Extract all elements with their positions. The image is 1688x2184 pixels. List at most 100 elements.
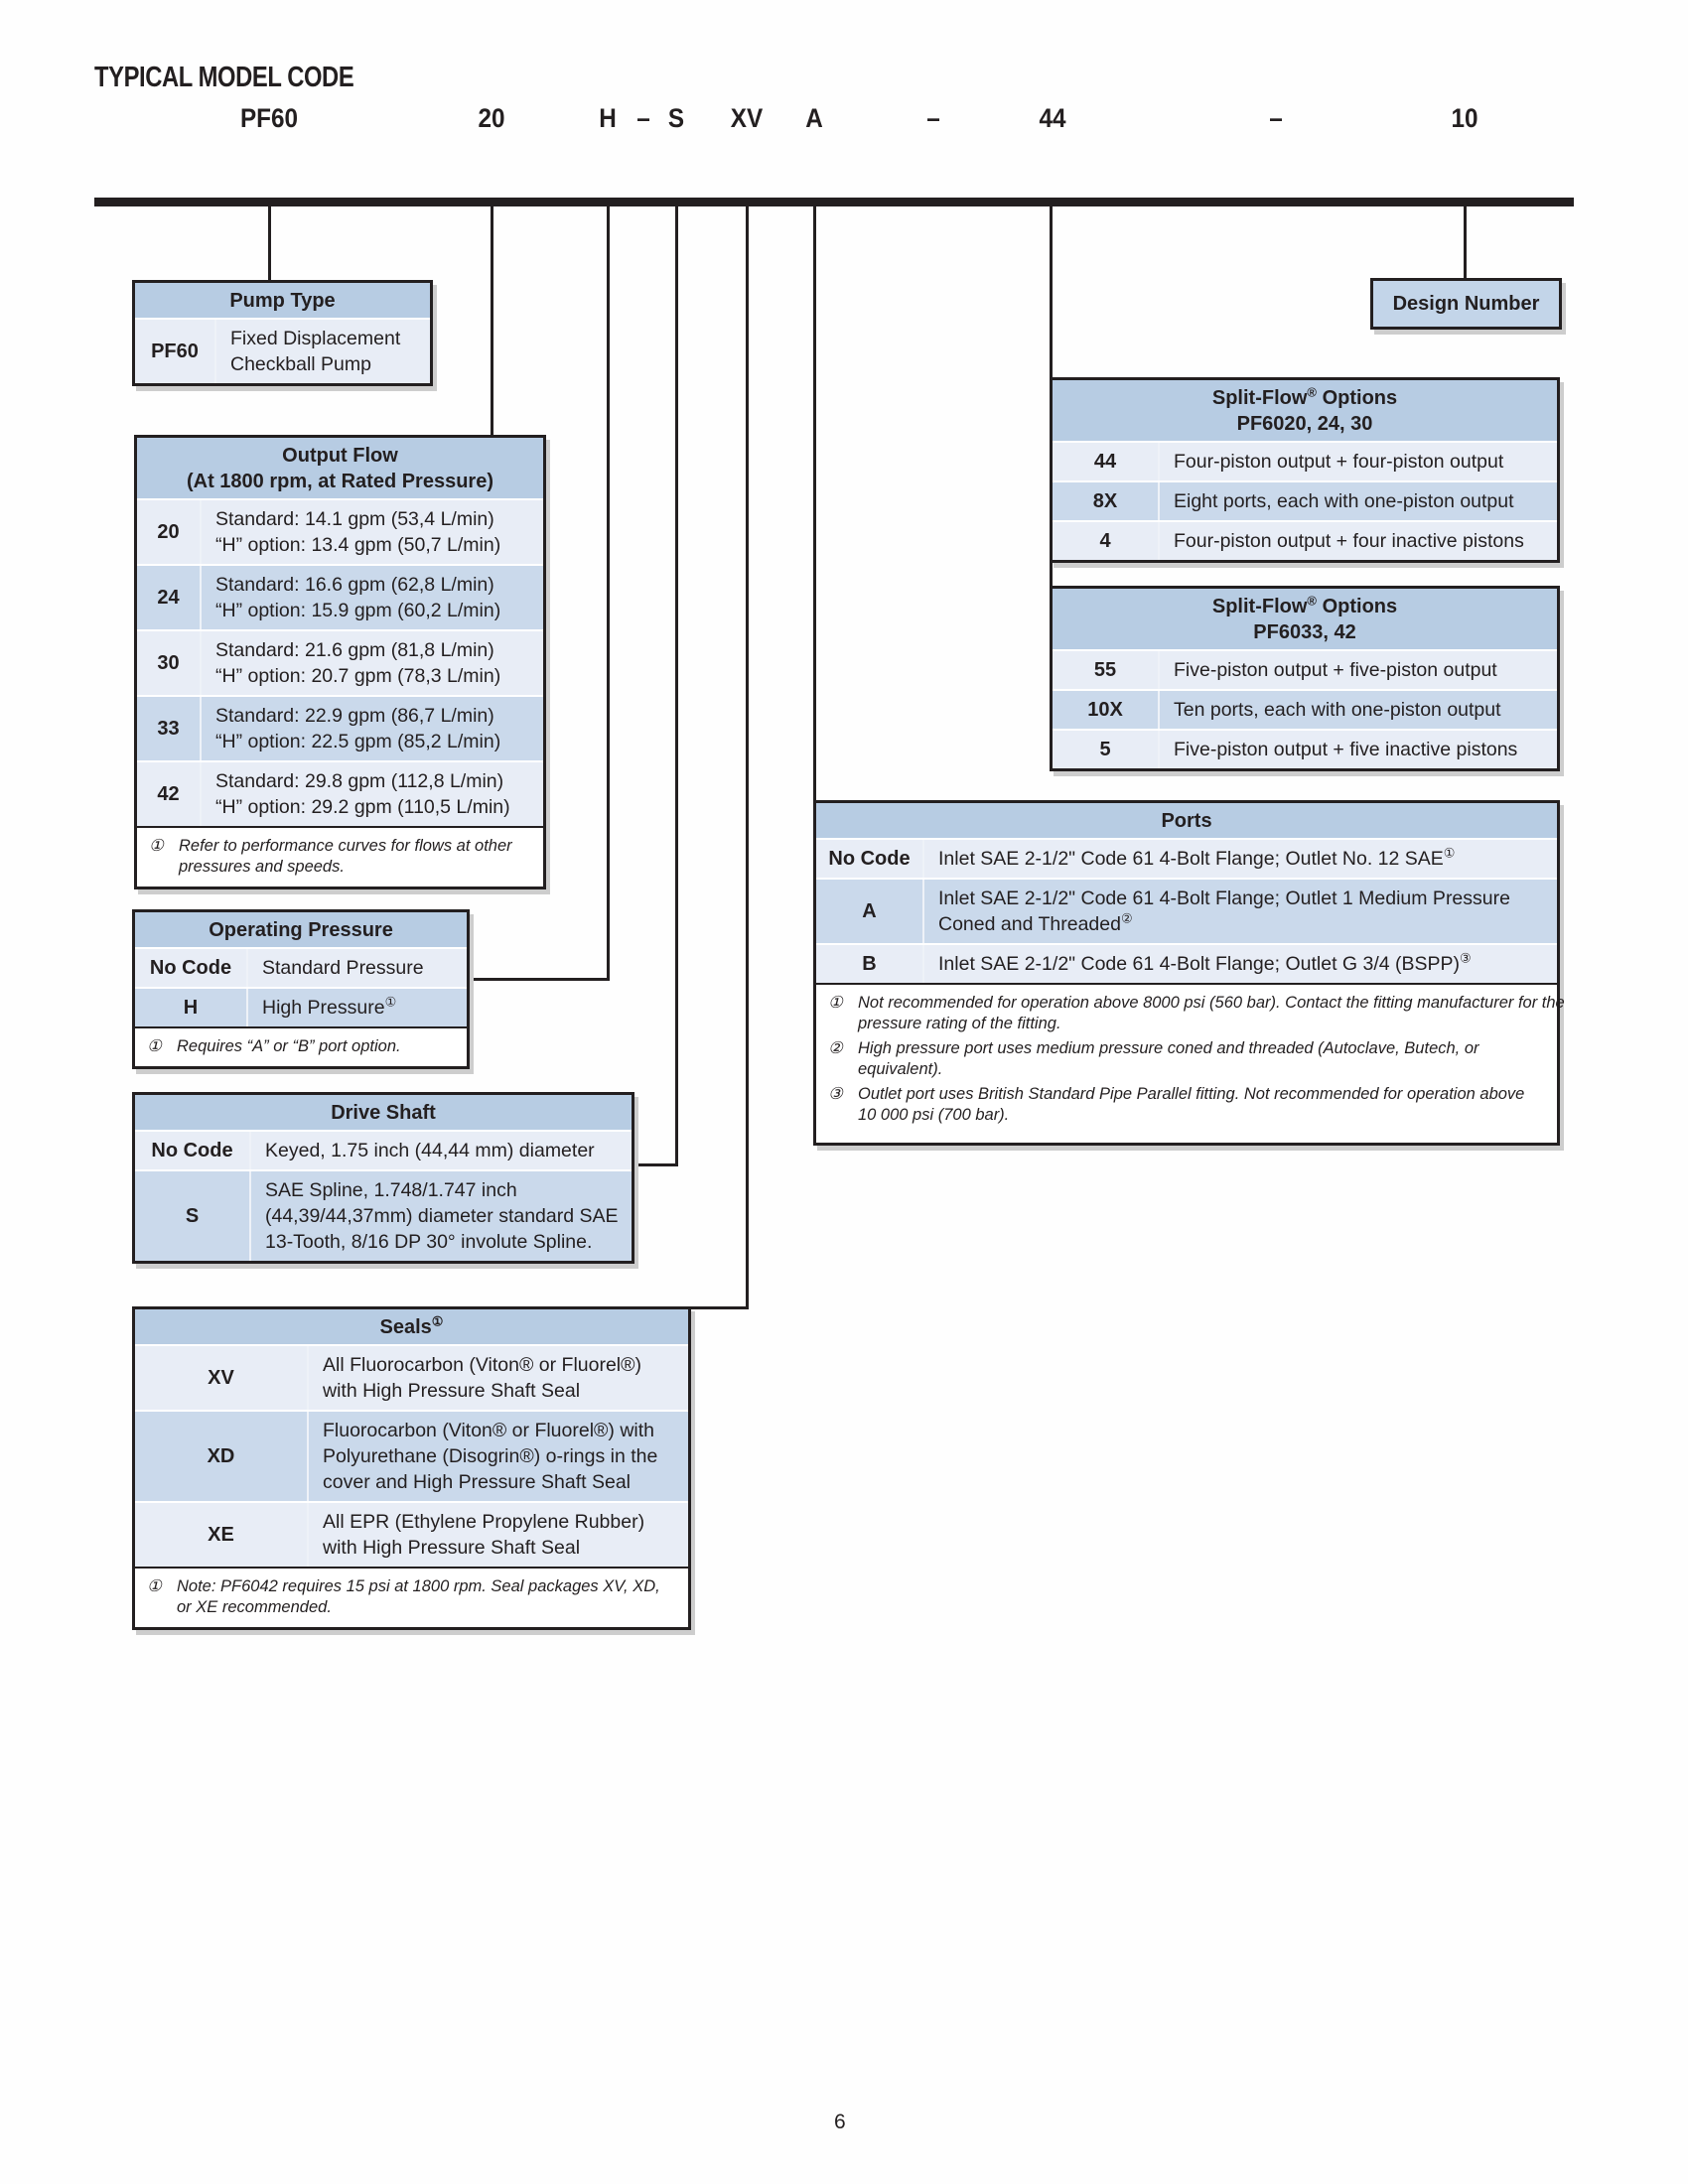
code-cell: No Code (816, 840, 924, 878)
split-flow-options-table-1: Split-Flow® Options PF6020, 24, 30 44 Fo… (1050, 377, 1560, 563)
split-flow-1-header: Split-Flow® Options PF6020, 24, 30 (1053, 380, 1557, 441)
connector-h (607, 206, 610, 981)
code-cell: 30 (137, 631, 202, 695)
desc-cell: Standard: 21.6 gpm (81,8 L/min) “H” opti… (215, 639, 501, 687)
table-row: 55 Five-piston output + five-piston outp… (1053, 649, 1557, 689)
output-flow-footnote: ① Refer to performance curves for flows … (137, 826, 543, 887)
model-code-segment-s: S (667, 103, 685, 133)
page-title: TYPICAL MODEL CODE (94, 62, 354, 93)
model-code-segment-44: 44 (1039, 103, 1066, 133)
desc-cell: Four-piston output + four-piston output (1174, 451, 1504, 473)
code-cell: 44 (1053, 443, 1160, 480)
table-row: 8X Eight ports, each with one-piston out… (1053, 480, 1557, 520)
desc-cell: Eight ports, each with one-piston output (1174, 490, 1514, 512)
output-flow-header: Output Flow (At 1800 rpm, at Rated Press… (137, 438, 543, 498)
table-row: 24 Standard: 16.6 gpm (62,8 L/min) “H” o… (137, 564, 543, 629)
connector-20 (491, 206, 493, 437)
connector-pf60 (268, 206, 271, 282)
ports-table: Ports No Code Inlet SAE 2-1/2" Code 61 4… (813, 800, 1565, 1146)
code-cell: 24 (137, 566, 202, 629)
table-row: S SAE Spline, 1.748/1.747 inch (44,39/44… (135, 1169, 632, 1261)
desc-cell: Inlet SAE 2-1/2" Code 61 4-Bolt Flange; … (938, 887, 1510, 935)
code-cell: XD (135, 1412, 309, 1501)
output-flow-table: Output Flow (At 1800 rpm, at Rated Press… (134, 435, 546, 889)
connector-44-between-tables (1050, 545, 1053, 588)
model-code-segment-pf60: PF60 (239, 103, 299, 133)
model-code-segment-dash2: – (926, 103, 940, 133)
desc-cell: Inlet SAE 2-1/2" Code 61 4-Bolt Flange; … (938, 845, 1456, 871)
drive-shaft-table: Drive Shaft No Code Keyed, 1.75 inch (44… (132, 1092, 634, 1264)
code-cell: A (816, 880, 924, 943)
code-cell: XV (135, 1346, 309, 1410)
desc-cell: Five-piston output + five-piston output (1174, 659, 1497, 681)
model-code-segment-xv: XV (730, 103, 764, 133)
pump-type-header: Pump Type (135, 283, 430, 318)
seals-header: Seals① (135, 1309, 688, 1344)
desc-cell: High Pressure① (262, 994, 397, 1020)
code-cell: No Code (135, 949, 248, 987)
connector-xv (746, 206, 749, 1309)
desc-cell: All Fluorocarbon (Viton® or Fluorel®) wi… (323, 1354, 641, 1402)
code-cell: 42 (137, 762, 202, 826)
design-number-label: Design Number (1392, 292, 1540, 315)
ports-footnotes: ① Not recommended for operation above 80… (816, 983, 1565, 1143)
desc-cell: Standard: 22.9 gpm (86,7 L/min) “H” opti… (215, 705, 501, 752)
table-row: H High Pressure① (135, 987, 467, 1026)
connector-s (675, 206, 678, 1166)
table-row: No Code Inlet SAE 2-1/2" Code 61 4-Bolt … (816, 838, 1557, 878)
seals-table: Seals① XV All Fluorocarbon (Viton® or Fl… (132, 1306, 691, 1630)
table-row: 20 Standard: 14.1 gpm (53,4 L/min) “H” o… (137, 498, 543, 564)
table-row: B Inlet SAE 2-1/2" Code 61 4-Bolt Flange… (816, 943, 1557, 983)
model-code-segment-h: H (599, 103, 617, 133)
table-row: 33 Standard: 22.9 gpm (86,7 L/min) “H” o… (137, 695, 543, 760)
table-row: No Code Keyed, 1.75 inch (44,44 mm) diam… (135, 1130, 632, 1169)
code-cell: S (135, 1171, 251, 1261)
design-number-box: Design Number (1370, 278, 1562, 330)
table-row: XV All Fluorocarbon (Viton® or Fluorel®)… (135, 1344, 688, 1410)
code-cell: 4 (1053, 522, 1160, 560)
code-cell: 33 (137, 697, 202, 760)
connector-10 (1464, 206, 1467, 280)
table-row: 4 Four-piston output + four inactive pis… (1053, 520, 1557, 560)
table-row: PF60 Fixed Displacement Checkball Pump (135, 318, 430, 383)
table-row: A Inlet SAE 2-1/2" Code 61 4-Bolt Flange… (816, 878, 1557, 943)
model-code-bar (94, 198, 1574, 206)
desc-cell: Fluorocarbon (Viton® or Fluorel®) with P… (323, 1420, 658, 1493)
connector-h-stub (462, 978, 610, 981)
desc-cell: Standard: 16.6 gpm (62,8 L/min) “H” opti… (215, 574, 501, 621)
desc-cell: Fixed Displacement Checkball Pump (230, 328, 401, 375)
code-cell: 10X (1053, 691, 1160, 729)
table-row: XE All EPR (Ethylene Propylene Rubber) w… (135, 1501, 688, 1567)
split-flow-options-table-2: Split-Flow® Options PF6033, 42 55 Five-p… (1050, 586, 1560, 771)
desc-cell: Four-piston output + four inactive pisto… (1174, 530, 1524, 552)
page-number: 6 (834, 2111, 846, 2133)
table-row: 42 Standard: 29.8 gpm (112,8 L/min) “H” … (137, 760, 543, 826)
desc-cell: All EPR (Ethylene Propylene Rubber) with… (323, 1511, 645, 1559)
desc-cell: Inlet SAE 2-1/2" Code 61 4-Bolt Flange; … (938, 950, 1472, 976)
code-cell: 55 (1053, 651, 1160, 689)
code-cell: 8X (1053, 482, 1160, 520)
table-row: 30 Standard: 21.6 gpm (81,8 L/min) “H” o… (137, 629, 543, 695)
model-code-segment-dash1: – (636, 103, 650, 133)
code-cell: PF60 (135, 320, 216, 383)
operating-pressure-table: Operating Pressure No Code Standard Pres… (132, 909, 470, 1069)
code-cell: B (816, 945, 924, 983)
pump-type-table: Pump Type PF60 Fixed Displacement Checkb… (132, 280, 433, 386)
model-code-segment-20: 20 (478, 103, 505, 133)
drive-shaft-header: Drive Shaft (135, 1095, 632, 1130)
desc-cell: Keyed, 1.75 inch (44,44 mm) diameter (265, 1140, 595, 1161)
code-cell: No Code (135, 1132, 251, 1169)
desc-cell: Five-piston output + five inactive pisto… (1174, 739, 1518, 760)
table-row: 5 Five-piston output + five inactive pis… (1053, 729, 1557, 768)
connector-s-stub (627, 1163, 678, 1166)
split-flow-2-header: Split-Flow® Options PF6033, 42 (1053, 589, 1557, 649)
desc-cell: Standard: 29.8 gpm (112,8 L/min) “H” opt… (215, 770, 510, 818)
code-cell: H (135, 989, 248, 1026)
model-code-segment-a: A (805, 103, 823, 133)
table-row: 10X Ten ports, each with one-piston outp… (1053, 689, 1557, 729)
code-cell: 5 (1053, 731, 1160, 768)
connector-44 (1050, 206, 1053, 379)
model-code-segment-10: 10 (1451, 103, 1478, 133)
desc-cell: SAE Spline, 1.748/1.747 inch (44,39/44,3… (265, 1179, 619, 1253)
